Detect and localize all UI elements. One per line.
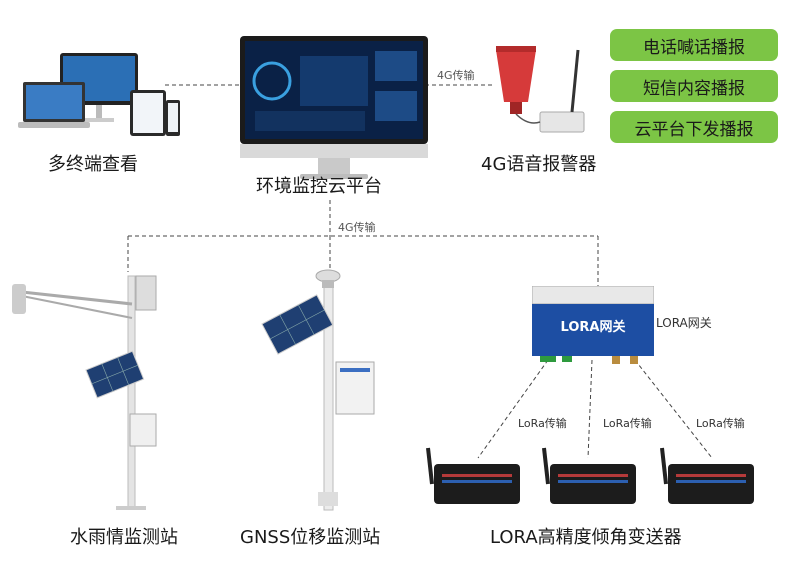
sms-broadcast-button[interactable]: 短信内容播报: [610, 70, 778, 102]
lora-transmitter-icon-3: [658, 446, 758, 508]
phone-broadcast-button[interactable]: 电话喊话播报: [610, 29, 778, 61]
lora-link-label-3: LoRa传输: [696, 417, 745, 430]
gnss-station-label: GNSS位移监测站: [240, 527, 381, 548]
lora-transmitter-icon-2: [540, 446, 640, 508]
lora-gateway-icon: LORA网关: [532, 286, 654, 364]
lora-transmitter-label: LORA高精度倾角变送器: [490, 527, 682, 548]
platform-monitor-icon: [240, 36, 428, 186]
gateway-panel-text: LORA网关: [560, 320, 626, 335]
cloud-broadcast-button[interactable]: 云平台下发播报: [610, 111, 778, 143]
lora-link-1: [477, 359, 549, 459]
rain-station-icon: [8, 266, 183, 516]
multi-terminal-icon: [18, 50, 183, 140]
alarm-label: 4G语音报警器: [481, 154, 597, 175]
lora-link-2: [587, 359, 593, 459]
lora-transmitter-icon-1: [424, 446, 524, 508]
gnss-station-icon: [258, 262, 398, 516]
platform-label: 环境监控云平台: [256, 176, 382, 197]
terminal-label: 多终端查看: [48, 154, 138, 175]
bus-label: 4G传输: [338, 221, 376, 234]
lora-link-3: [634, 359, 713, 459]
lora-link-label-1: LoRa传输: [518, 417, 567, 430]
link-label-top: 4G传输: [437, 69, 475, 82]
voice-alarm-icon: [488, 40, 598, 140]
gateway-label: LORA网关: [656, 316, 712, 330]
rain-station-label: 水雨情监测站: [70, 527, 178, 548]
lora-link-label-2: LoRa传输: [603, 417, 652, 430]
